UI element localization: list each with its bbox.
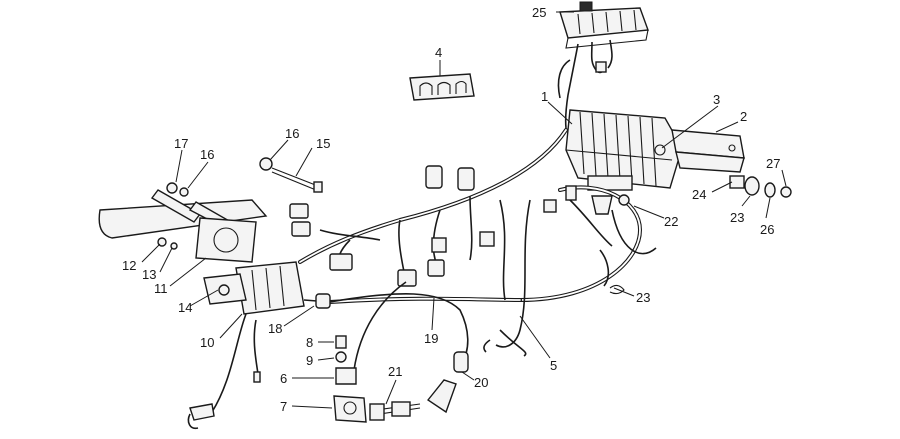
callout-12: 12	[122, 258, 136, 273]
callout-16-right: 16	[285, 126, 299, 141]
harness-connectors	[289, 165, 630, 295]
spark-plug-leads	[329, 281, 469, 421]
callout-1: 1	[541, 89, 548, 104]
mounting-plate	[671, 129, 745, 173]
callout-13: 13	[142, 267, 156, 282]
callout-7: 7	[280, 399, 287, 414]
callout-20: 20	[474, 375, 488, 390]
main-harness	[298, 128, 657, 357]
fastener-group-right	[729, 175, 792, 198]
callout-17: 17	[174, 136, 188, 151]
callout-23-top: 22	[664, 214, 678, 229]
callout-21: 21	[388, 364, 402, 379]
callout-23-bottom: 23	[636, 290, 650, 305]
callout-22: 25	[532, 5, 546, 20]
callout-9: 9	[306, 353, 313, 368]
callout-16-left: 16	[200, 147, 214, 162]
callout-10: 10	[200, 335, 214, 350]
callout-15: 15	[316, 136, 330, 151]
callout-6: 6	[280, 371, 287, 386]
callout-4: 4	[435, 45, 442, 60]
callout-25: 24	[692, 187, 706, 202]
callout-19: 19	[424, 331, 438, 346]
callout-11: 11	[154, 281, 168, 296]
fuse-box	[557, 1, 649, 129]
control-unit	[565, 109, 683, 191]
callout-27: 27	[766, 156, 780, 171]
bracket-part	[409, 73, 475, 101]
ignition-coil	[157, 217, 305, 315]
callout-26: 26	[760, 222, 774, 237]
bolt-15	[259, 157, 323, 193]
callout-14: 14	[178, 300, 192, 315]
callout-8: 8	[306, 335, 313, 350]
callout-5: 5	[550, 358, 557, 373]
sensor-parts	[333, 335, 367, 423]
callout-24: 23	[730, 210, 744, 225]
leader-lines	[141, 11, 787, 409]
callout-18: 18	[268, 321, 282, 336]
callout-labels: 25 4 1 3 2 27 24 23 26 22 23 5 15 16 17 …	[122, 5, 780, 414]
coil-leads	[187, 293, 331, 430]
callout-3: 3	[713, 92, 720, 107]
callout-2: 2	[740, 109, 747, 124]
